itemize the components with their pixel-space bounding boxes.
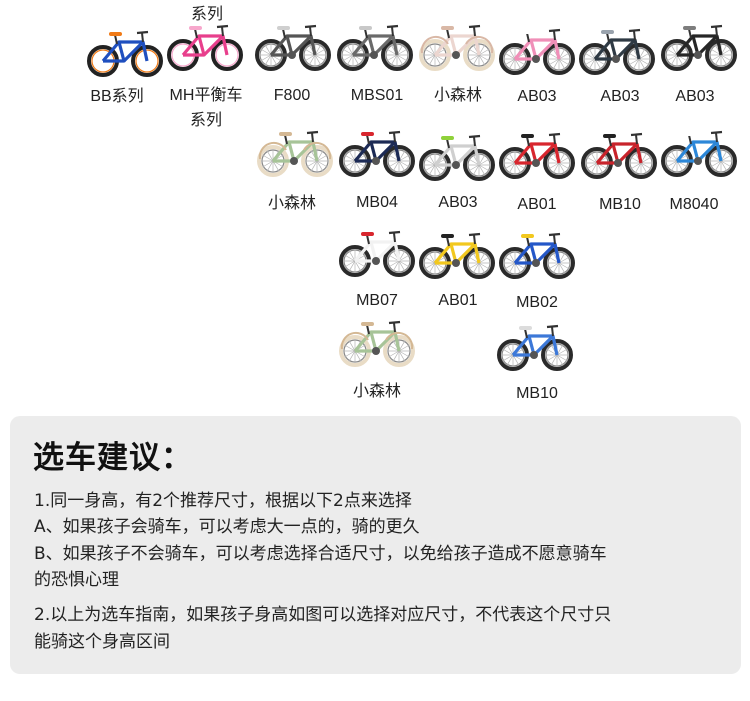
advice-line-6: 能骑这个身高区间 bbox=[34, 632, 170, 652]
advice-line-2: A、如果孩子会骑车，可以考虑大一点的，骑的更久 bbox=[34, 517, 420, 537]
bike-label-mb02: MB02 bbox=[516, 294, 558, 311]
bike-label-mb10-1: MB10 bbox=[599, 196, 641, 213]
advice-line-5: 2.以上为选车指南，如果孩子身高如图可以选择对应尺寸，不代表这个尺寸只 bbox=[34, 605, 612, 625]
bike-label-f800: F800 bbox=[273, 87, 311, 104]
bike-label-mb10-2: MB10 bbox=[516, 385, 558, 402]
bike-label-mh: MH平衡车 bbox=[169, 87, 243, 104]
advice-line-1: 1.同一身高，有2个推荐尺寸，根据以下2点来选择 bbox=[34, 491, 412, 511]
bike-label-xiaosenlin-3: 小森林 bbox=[352, 383, 402, 400]
bike-label-ab03-1: AB03 bbox=[517, 88, 557, 105]
bike-image-bb bbox=[86, 28, 166, 80]
bike-label-mh-top: 系列 bbox=[190, 6, 224, 23]
advice-line-3: B、如果孩子不会骑车，可以考虑选择合适尺寸，以免给孩子造成不愿意骑车 bbox=[34, 544, 607, 564]
bike-image-mb10-blue bbox=[496, 322, 576, 374]
bike-image-xiaosenlin-3 bbox=[338, 318, 418, 370]
bike-image-xiaosenlin-2 bbox=[256, 128, 336, 180]
bike-label-mb07: MB07 bbox=[356, 292, 398, 309]
bike-image-ab03-grey bbox=[578, 26, 658, 78]
advice-line-4: 的恐惧心理 bbox=[34, 570, 119, 590]
bike-image-xiaosenlin-1 bbox=[418, 22, 498, 74]
bike-image-mbs01 bbox=[336, 22, 416, 74]
bike-image-ab03-pink bbox=[498, 26, 578, 78]
bike-label-bb: BB系列 bbox=[90, 88, 144, 105]
bike-image-mh bbox=[166, 22, 246, 74]
bike-label-ab03-2: AB03 bbox=[600, 88, 640, 105]
bike-label-m8040: M8040 bbox=[669, 196, 719, 213]
bike-image-mb02 bbox=[498, 230, 578, 282]
bike-label-xiaosenlin-1: 小森林 bbox=[433, 87, 483, 104]
bike-image-mb07 bbox=[338, 228, 418, 280]
bike-image-mb10-red bbox=[580, 130, 660, 182]
bike-image-f800 bbox=[254, 22, 334, 74]
bike-image-ab01-red bbox=[498, 130, 578, 182]
bike-label-mh-line2: 系列 bbox=[189, 112, 223, 129]
bike-label-ab03-3: AB03 bbox=[675, 88, 715, 105]
bike-label-mb04: MB04 bbox=[356, 194, 398, 211]
bike-label-xiaosenlin-2: 小森林 bbox=[267, 195, 317, 212]
advice-panel: 选车建议： 1.同一身高，有2个推荐尺寸，根据以下2点来选择 A、如果孩子会骑车… bbox=[10, 416, 741, 674]
bike-label-mbs01: MBS01 bbox=[350, 87, 404, 104]
bike-image-ab03-white bbox=[418, 132, 498, 184]
bike-label-ab01-2: AB01 bbox=[438, 292, 478, 309]
bike-label-ab01-1: AB01 bbox=[517, 196, 557, 213]
bike-label-ab03-4: AB03 bbox=[438, 194, 478, 211]
bike-image-ab01-yellow bbox=[418, 230, 498, 282]
advice-title: 选车建议： bbox=[33, 440, 193, 476]
bike-image-ab03-black bbox=[660, 22, 740, 74]
bike-image-m8040 bbox=[660, 128, 740, 180]
bike-image-mb04 bbox=[338, 128, 418, 180]
